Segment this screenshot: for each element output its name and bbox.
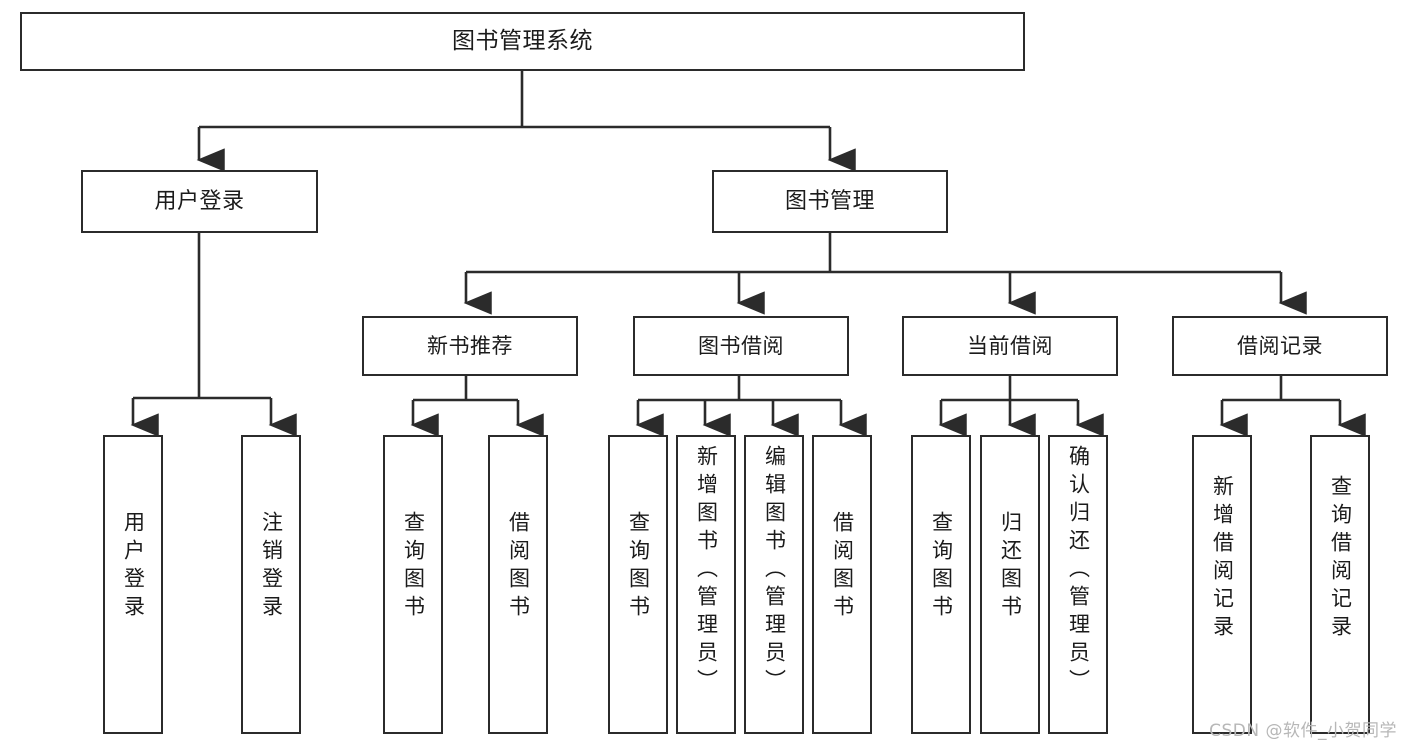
leaf-user-login[interactable]: 用户登录 xyxy=(103,435,163,734)
node-label: 图书借阅 xyxy=(698,333,784,358)
node-label: 图书管理系统 xyxy=(452,27,593,54)
node-label: 用户登录 xyxy=(154,188,245,214)
node-label: 查询图书 xyxy=(401,511,426,623)
leaf-return-book[interactable]: 归还图书 xyxy=(980,435,1040,734)
node-label: 用户登录 xyxy=(121,511,146,623)
leaf-add-book-admin[interactable]: 新增图书（管理员） xyxy=(676,435,736,734)
node-label: 查询借阅记录 xyxy=(1328,475,1353,643)
leaf-edit-book-admin[interactable]: 编辑图书（管理员） xyxy=(744,435,804,734)
node-book-borrow[interactable]: 图书借阅 xyxy=(633,316,849,376)
node-label: 新书推荐 xyxy=(427,333,513,358)
node-label: 借阅图书 xyxy=(830,511,855,623)
node-root-library-system[interactable]: 图书管理系统 xyxy=(20,12,1025,71)
node-label: 借阅记录 xyxy=(1237,333,1323,358)
node-borrow-record[interactable]: 借阅记录 xyxy=(1172,316,1388,376)
node-label: 查询图书 xyxy=(626,511,651,623)
node-label: 借阅图书 xyxy=(506,511,531,623)
node-label: 查询图书 xyxy=(929,511,954,623)
node-current-borrow[interactable]: 当前借阅 xyxy=(902,316,1118,376)
node-user-login[interactable]: 用户登录 xyxy=(81,170,318,233)
leaf-query-book-recommend[interactable]: 查询图书 xyxy=(383,435,443,734)
leaf-query-book-current[interactable]: 查询图书 xyxy=(911,435,971,734)
leaf-borrow-book[interactable]: 借阅图书 xyxy=(812,435,872,734)
node-label: 当前借阅 xyxy=(967,333,1053,358)
node-label: 新增图书（管理员） xyxy=(694,445,719,697)
node-label: 确认归还（管理员） xyxy=(1066,445,1091,697)
node-label: 归还图书 xyxy=(998,511,1023,623)
leaf-logout[interactable]: 注销登录 xyxy=(241,435,301,734)
node-new-book-recommend[interactable]: 新书推荐 xyxy=(362,316,578,376)
leaf-query-book-borrow[interactable]: 查询图书 xyxy=(608,435,668,734)
node-label: 注销登录 xyxy=(259,511,284,623)
node-label: 编辑图书（管理员） xyxy=(762,445,787,697)
leaf-add-borrow-record[interactable]: 新增借阅记录 xyxy=(1192,435,1252,734)
leaf-borrow-book-recommend[interactable]: 借阅图书 xyxy=(488,435,548,734)
node-label: 图书管理 xyxy=(784,188,875,214)
leaf-query-borrow-record[interactable]: 查询借阅记录 xyxy=(1310,435,1370,734)
leaf-confirm-return-admin[interactable]: 确认归还（管理员） xyxy=(1048,435,1108,734)
node-book-management[interactable]: 图书管理 xyxy=(712,170,948,233)
node-label: 新增借阅记录 xyxy=(1210,475,1235,643)
